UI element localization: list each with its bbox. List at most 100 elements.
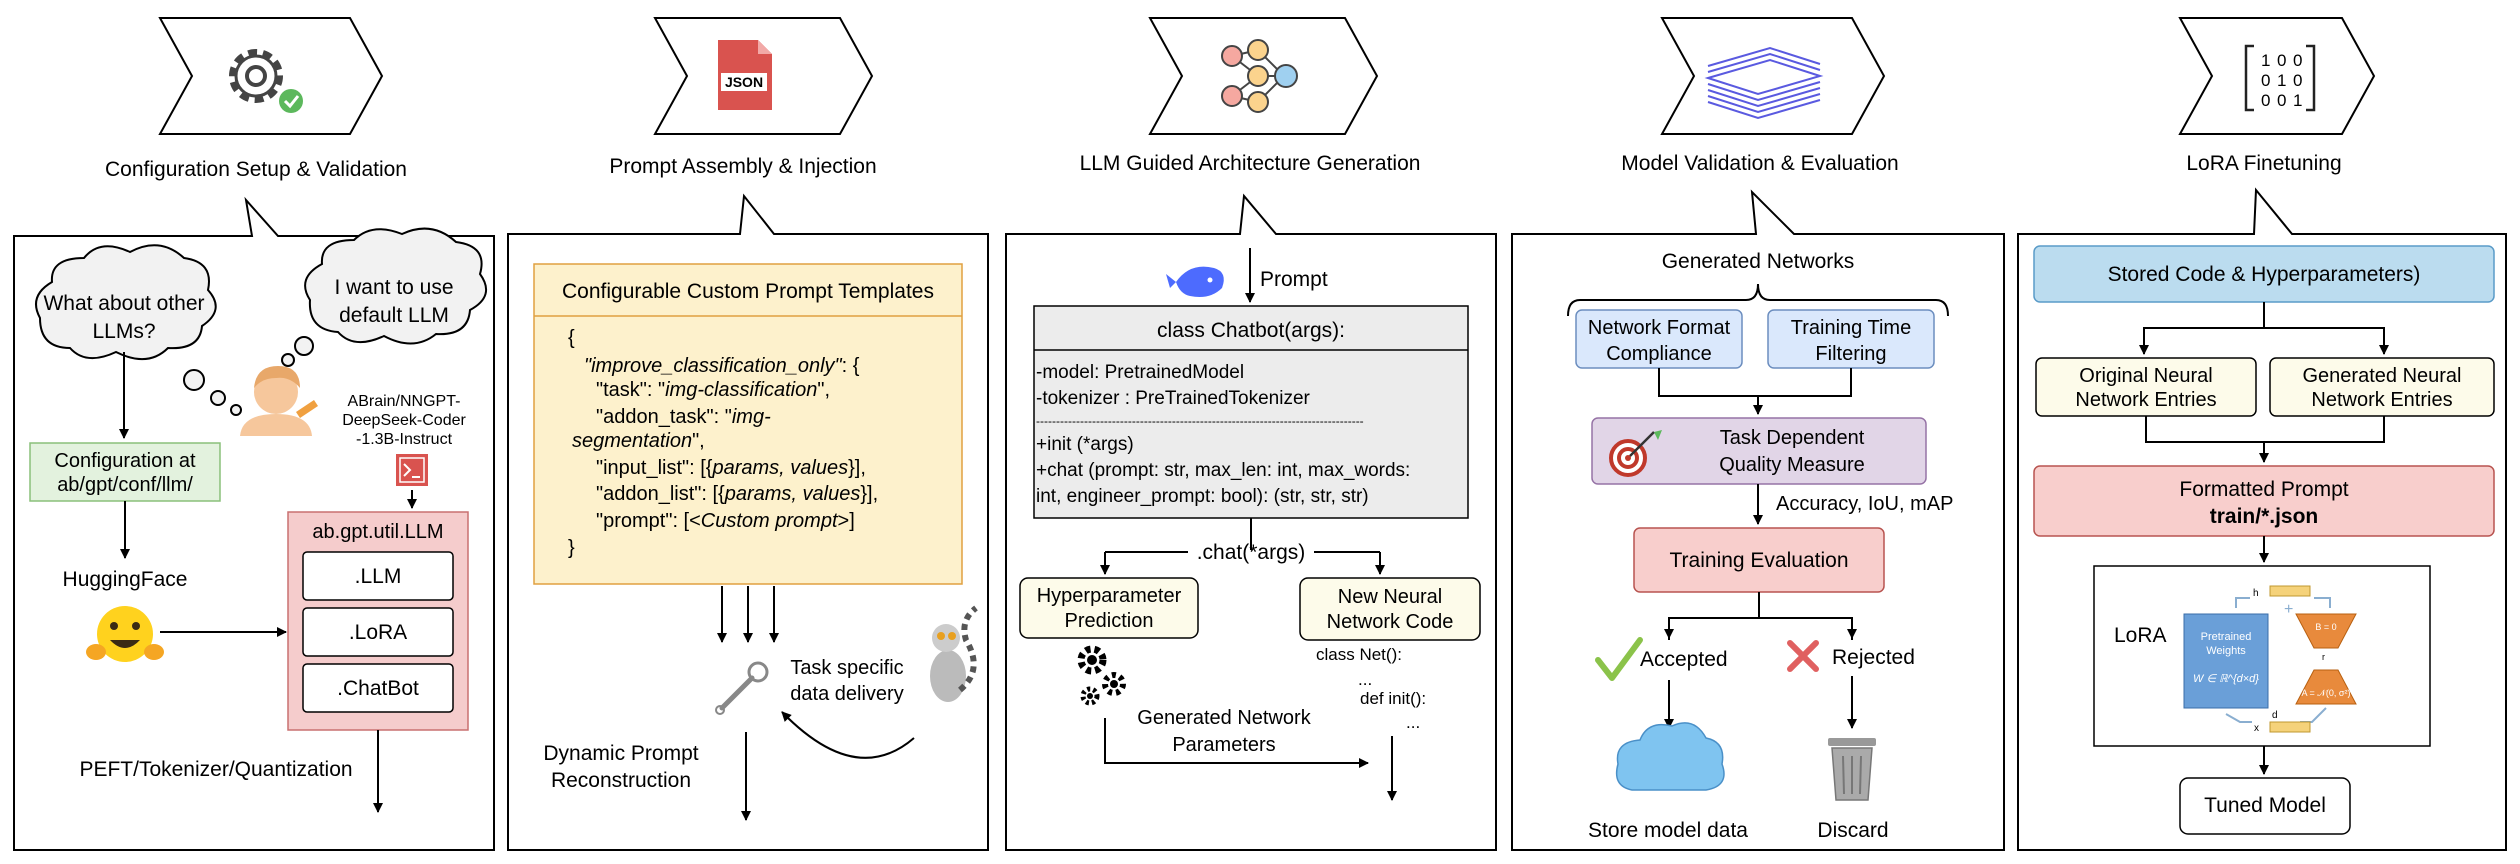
svg-text:class Chatbot(args):: class Chatbot(args): — [1157, 319, 1345, 342]
util-item-lora: .LoRA — [349, 621, 407, 644]
svg-text:{: { — [568, 327, 575, 349]
svg-text:Formatted Prompt: Formatted Prompt — [2179, 478, 2348, 501]
svg-text:1: 1 — [2277, 71, 2286, 90]
svg-text:int, engineer_prompt: bool): (: int, engineer_prompt: bool): (str, str, … — [1036, 486, 1369, 507]
trash-icon — [1828, 738, 1876, 801]
network-code-box: New Neural Network Code — [1299, 577, 1481, 641]
cloud-default-llm: I want to use default LLM — [281, 227, 488, 367]
svg-text:Training Time: Training Time — [1791, 317, 1911, 339]
stage-3-header: LLM Guided Architecture Generation — [1080, 17, 1421, 175]
stage-4-header: Model Validation & Evaluation — [1621, 17, 1899, 175]
svg-text:Original Neural: Original Neural — [2079, 365, 2212, 387]
svg-text:+chat (prompt: str, max_len: i: +chat (prompt: str, max_len: int, max_wo… — [1036, 460, 1410, 481]
svg-text:Task Dependent: Task Dependent — [1720, 427, 1865, 449]
rejected-label: Rejected — [1832, 646, 1915, 669]
svg-text:New Neural: New Neural — [1338, 586, 1442, 608]
format-compliance-box: Network Format Compliance — [1575, 309, 1743, 369]
stage-4-title: Model Validation & Evaluation — [1621, 152, 1898, 175]
svg-text:Prediction: Prediction — [1065, 610, 1154, 632]
svg-text:Pretrained: Pretrained — [2201, 631, 2252, 643]
svg-text:train/*.json: train/*.json — [2210, 505, 2319, 528]
neural-network-icon — [1221, 39, 1298, 113]
stage-5-title: LoRA Finetuning — [2186, 152, 2341, 175]
metrics-label: Accuracy, IoU, mAP — [1776, 493, 1953, 515]
terminal-icon — [396, 454, 428, 486]
discard-label: Discard — [1817, 819, 1888, 842]
deepseek-whale-icon — [1166, 266, 1224, 297]
svg-text:ABrain/NNGPT-: ABrain/NNGPT- — [348, 393, 461, 410]
stage-2-title: Prompt Assembly & Injection — [609, 155, 876, 178]
svg-text:Filtering: Filtering — [1815, 343, 1886, 365]
svg-text:Quality Measure: Quality Measure — [1719, 454, 1865, 476]
panel-configuration: What about other LLMs? I want to use def… — [13, 196, 495, 851]
plus-icon: + — [2284, 601, 2293, 618]
chat-call-label: .chat(*args) — [1197, 541, 1306, 564]
svg-text:Stored Code & Hyperparameters): Stored Code & Hyperparameters) — [2108, 263, 2421, 286]
config-path-box: Configuration at ab/gpt/conf/llm/ — [29, 442, 221, 502]
original-entries-box: Original Neural Network Entries — [2035, 357, 2257, 417]
gears-icon — [1077, 645, 1126, 706]
svg-text:"addon_task": "img-: "addon_task": "img- — [596, 406, 771, 428]
svg-text:LLMs?: LLMs? — [92, 320, 155, 343]
svg-text:0: 0 — [2277, 91, 2286, 110]
training-filter-box: Training Time Filtering — [1767, 309, 1935, 369]
stage-1-title: Configuration Setup & Validation — [105, 158, 407, 181]
svg-text:+init (*args): +init (*args) — [1036, 434, 1134, 455]
huggingface-icon — [86, 606, 164, 662]
svg-text:JSON: JSON — [725, 74, 763, 90]
svg-text:d: d — [2272, 710, 2278, 721]
cross-icon — [1787, 640, 1819, 672]
prompt-template-box: Configurable Custom Prompt Templates { "… — [533, 263, 963, 585]
svg-text:def init():: def init(): — [1360, 689, 1426, 708]
svg-text:Training Evaluation: Training Evaluation — [1670, 549, 1849, 572]
svg-text:Network Entries: Network Entries — [2311, 389, 2452, 411]
generated-networks-label: Generated Networks — [1662, 250, 1855, 273]
stage-5-header: 1 0 0 0 1 0 0 0 1 LoRA Finetuning — [2178, 17, 2376, 175]
svg-text:0: 0 — [2261, 91, 2270, 110]
svg-text:Hyperparameter: Hyperparameter — [1037, 585, 1182, 607]
svg-text:Network Entries: Network Entries — [2075, 389, 2216, 411]
identity-matrix-icon: 1 0 0 0 1 0 0 0 1 — [2244, 44, 2316, 112]
lora-diagram-box: LoRA h + Pretrained Weights W ∈ ℝ^{d×d} … — [2093, 565, 2431, 747]
svg-text:Reconstruction: Reconstruction — [551, 769, 691, 792]
svg-text:class Net():: class Net(): — [1316, 645, 1402, 664]
lora-label: LoRA — [2114, 624, 2167, 647]
training-eval-box: Training Evaluation — [1633, 527, 1885, 593]
svg-text:...: ... — [1358, 670, 1372, 689]
panel-validation: Generated Networks Network Format Compli… — [1511, 189, 2005, 851]
util-item-chatbot: .ChatBot — [337, 677, 419, 700]
svg-text:DeepSeek-Coder: DeepSeek-Coder — [342, 412, 466, 429]
svg-text:data delivery: data delivery — [790, 683, 903, 705]
stored-code-box: Stored Code & Hyperparameters) — [2033, 245, 2495, 303]
svg-text:Configuration at: Configuration at — [54, 450, 196, 472]
cloud-storage-icon — [1615, 722, 1725, 791]
huggingface-label: HuggingFace — [63, 568, 188, 591]
quality-measure-box: Task Dependent Quality Measure — [1591, 417, 1927, 485]
peft-label: PEFT/Tokenizer/Quantization — [79, 758, 352, 781]
util-item-llm: .LLM — [355, 565, 402, 588]
cloud-other-llms: What about other LLMs? — [35, 244, 242, 416]
svg-text:Task specific: Task specific — [790, 657, 903, 679]
svg-text:------------------------------: ----------------------------------------… — [1036, 414, 1364, 428]
llm-util-box: ab.gpt.util.LLM .LLM .LoRA .ChatBot — [287, 511, 469, 731]
svg-text:Generated Network: Generated Network — [1137, 707, 1311, 729]
svg-text:I want to use: I want to use — [334, 276, 453, 299]
panel-llm-generation: Prompt class Chatbot(args): -model: Pret… — [1005, 193, 1497, 851]
svg-text:"improve_classification_only":: "improve_classification_only": { — [584, 355, 860, 377]
svg-text:Network Code: Network Code — [1327, 611, 1454, 633]
svg-text:Dynamic Prompt: Dynamic Prompt — [543, 742, 698, 765]
stage-3-title: LLM Guided Architecture Generation — [1080, 152, 1421, 175]
svg-text:h: h — [2253, 588, 2259, 599]
tuned-model-box: Tuned Model — [2179, 777, 2351, 835]
lemur-icon — [930, 605, 978, 702]
prompt-label: Prompt — [1260, 268, 1328, 291]
panel-prompt-assembly: Configurable Custom Prompt Templates { "… — [507, 193, 989, 851]
generated-entries-box: Generated Neural Network Entries — [2269, 357, 2495, 417]
svg-text:segmentation",: segmentation", — [572, 430, 705, 452]
stage-1-header: Configuration Setup & Validation — [105, 17, 407, 181]
prompt-template-title: Configurable Custom Prompt Templates — [562, 280, 934, 303]
formatted-prompt-box: Formatted Prompt train/*.json — [2033, 465, 2495, 537]
svg-text:r: r — [2322, 652, 2325, 662]
panel-lora: Stored Code & Hyperparameters) Original … — [2017, 187, 2507, 851]
svg-text:"prompt": [<Custom prompt>]: "prompt": [<Custom prompt>] — [596, 510, 855, 532]
